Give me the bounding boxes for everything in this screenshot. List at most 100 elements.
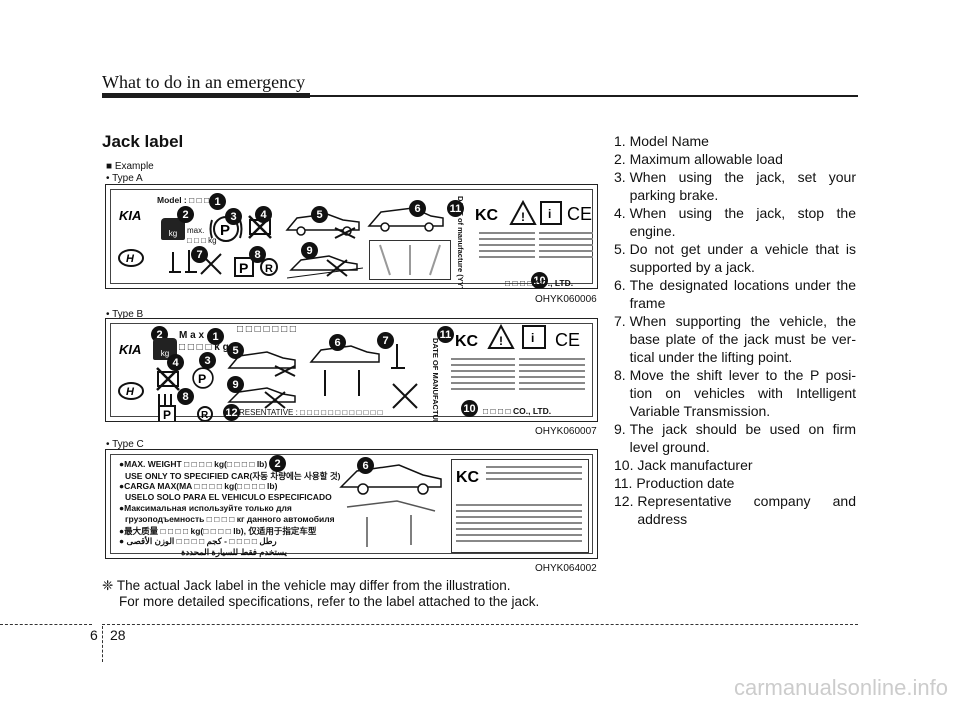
certification-block: KC [451,459,589,553]
list-item: 1. Model Name [614,133,709,149]
label-text-lines-left [451,358,515,394]
callout-9: 9 [227,376,244,393]
callout-10: 10 [531,272,548,288]
svg-text:CE: CE [567,204,592,224]
jack-baseplate-icon [391,344,418,409]
svg-text:P: P [198,372,206,386]
kia-logo-icon: KIA [119,208,141,223]
certification-marks-icon: KC! i CE [475,199,592,225]
lift-points-icon [309,345,380,396]
lift-points-icon [367,207,444,232]
callout-3: 3 [225,208,242,225]
svg-text:P: P [220,222,230,239]
jack-label-panel-type-b: KIA H 2 kg M a x □ □ □ □ k g 1 □ □ □ □ □… [105,318,598,422]
page-number: 28 [110,627,126,643]
hyundai-logo-icon: H [118,382,144,400]
type-b-label: • Type B [106,309,144,320]
note-line-2: For more detailed specifications, refer … [119,594,540,609]
figure-code-a: OHYK060006 [535,294,597,305]
callout-4: 4 [255,206,272,223]
no-under-vehicle-icon [285,213,360,239]
callout-7: 7 [377,332,394,349]
list-item: 2. Maximum allowable load [614,151,783,167]
list-item: 12. Representative company and address [614,493,856,527]
label-text-lines-left [479,232,535,262]
label-text-lines-right [519,358,585,394]
list-item: 4. When using the jack, stop the engine. [614,205,856,239]
svg-text:!: ! [499,334,503,348]
jack-label-heading: Jack label [102,132,184,151]
list-item: 3. When using the jack, set your parking… [614,169,856,203]
svg-text:i: i [531,331,534,345]
svg-text:!: ! [521,210,525,224]
callout-3: 3 [199,352,216,369]
list-item: 6. The designated locations under the fr… [614,277,856,311]
callout-11: 11 [447,200,464,217]
type-c-label: • Type C [106,439,144,450]
brand-logos: KIA H [115,194,147,279]
watermark: carmanualsonline.info [733,675,948,700]
note-line-1: ❈ The actual Jack label in the vehicle m… [102,578,511,593]
type-a-label: • Type A [106,173,143,184]
callout-12: 12 [223,404,240,421]
svg-text:P: P [239,260,248,276]
svg-text:H: H [126,386,135,398]
figure-code-c: OHYK064002 [535,563,597,574]
list-item: 8. Move the shift lever to the P posi-ti… [614,367,856,419]
callout-6: 6 [409,200,426,217]
weight-icon: kg [161,218,185,240]
callout-2: 2 [269,455,286,472]
list-item: 5. Do not get under a vehicle that is su… [614,241,856,275]
brand-logos: KIA H [115,328,147,412]
svg-text:KIA: KIA [119,342,141,357]
example-label: ■ Example [106,161,154,172]
callout-8: 8 [177,388,194,405]
callout-5: 5 [311,206,328,223]
callout-1: 1 [207,328,224,345]
list-item: 11. Production date [614,475,735,491]
svg-text:KC: KC [455,333,479,350]
callout-7: 7 [191,246,208,263]
svg-text:R: R [265,263,273,275]
footer-left-rule [0,624,92,625]
chapter-number: 6 [90,627,98,643]
hyundai-logo-icon: H [118,248,144,267]
kia-logo-icon: KIA [119,342,141,357]
figure-code-b: OHYK060007 [535,426,597,437]
callout-11: 11 [437,326,454,343]
footer-divider [102,626,103,662]
list-item: 10. Jack manufacturer [614,457,753,473]
svg-text:P: P [163,408,171,422]
label-text-lines-right [539,232,593,262]
header-rule [102,95,858,97]
callout-8: 8 [249,246,266,263]
jack-label-panel-type-a: KIA H Model : □ □ □ 1 kg 2 max. □ □ □ kg… [105,184,598,289]
callout-6: 6 [357,457,374,474]
list-item: 9. The jack should be used on firm level… [614,421,856,455]
callout-2: 2 [177,206,194,223]
callout-4: 4 [167,354,184,371]
svg-text:KIA: KIA [119,208,141,223]
certification-marks-icon: KC! i CE [455,324,580,350]
callout-1: 1 [209,193,226,210]
firm-ground-icon [287,255,363,279]
callout-5: 5 [227,342,244,359]
jack-photo [369,240,451,280]
label-note: ❈ The actual Jack label in the vehicle m… [102,578,602,610]
svg-text:R: R [201,410,209,421]
svg-text:CE: CE [555,330,580,350]
callout-10: 10 [461,400,478,417]
svg-text:H: H [126,253,135,265]
lift-points-icon [339,464,442,547]
svg-text:KC: KC [456,469,480,486]
callout-6: 6 [329,334,346,351]
callout-9: 9 [301,242,318,259]
section-title: What to do in an emergency [102,72,306,92]
list-item: 7. When supporting the vehicle, the base… [614,313,856,365]
footer-rule [102,624,858,625]
callout-legend-list: 1. Model Name 2. Maximum allowable load … [614,132,856,528]
svg-text:i: i [548,207,551,221]
svg-text:KC: KC [475,207,499,224]
